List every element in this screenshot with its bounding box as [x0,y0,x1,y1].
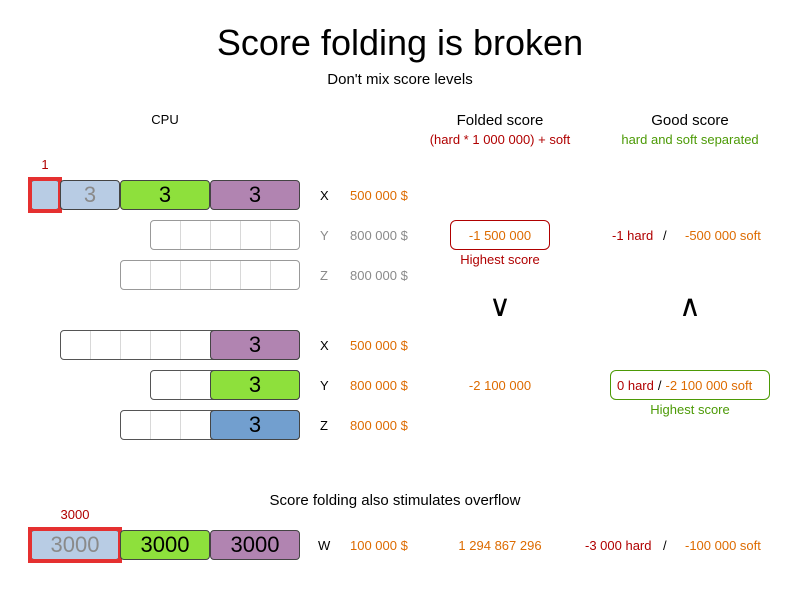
folded-comparison-symbol: ∨ [489,290,511,323]
computer-label: X [320,188,329,203]
page-subtitle: Don't mix score levels [327,71,473,88]
computer-cost: 800 000 $ [350,418,408,433]
overflow-heading: Score folding also stimulates overflow [269,492,521,509]
folded-score-value: -2 100 000 [468,378,532,393]
good-score-soft: -500 000 soft [685,228,761,243]
folded-score-value: -1 500 000 [468,227,532,243]
computer-label: X [320,338,329,353]
process-block: 3 [210,180,300,210]
process-block: 3 [210,410,300,440]
computer-label: Z [320,268,328,283]
folded-score-header: Folded score [456,112,544,129]
good-score-hard: 0 hard [617,377,654,393]
process-block: 3 [120,180,210,210]
capacity-marker-label: 3000 [60,507,90,522]
score-separator: / [657,377,662,393]
good-comparison-symbol: ∧ [679,290,701,323]
computer-label: Y [320,378,329,393]
capacity-limit-marker [28,177,62,213]
good-score-hard: -1 hard [612,228,654,243]
computer-cost: 800 000 $ [350,228,408,243]
good-score-note: hard and soft separated [621,132,759,147]
process-block: 3000 [120,530,210,560]
good-score-soft: -2 100 000 soft [665,377,753,393]
page-title: Score folding is broken [216,22,584,63]
process-block: 3 [60,180,120,210]
folded-score-value: 1 294 867 296 [458,538,542,553]
score-separator: / [663,538,667,553]
good-score-box: 0 hard / -2 100 000 soft [610,370,770,400]
computer-cost: 100 000 $ [350,538,408,553]
capacity-marker-label: 1 [41,157,49,172]
computer-cost: 800 000 $ [350,268,408,283]
process-block: 3000 [210,530,300,560]
good-score-hard: -3 000 hard [585,538,652,553]
computer-capacity-bar [150,220,300,250]
process-block: 3000 [30,530,120,560]
good-score-soft: -100 000 soft [685,538,761,553]
good-score-header: Good score [651,112,729,129]
good-highest-label: Highest score [650,402,730,417]
folded-score-box: -1 500 000 [450,220,550,250]
computer-label: Z [320,418,328,433]
computer-label: Y [320,228,329,243]
folded-score-formula: (hard * 1 000 000) + soft [429,132,571,147]
score-separator: / [663,228,667,243]
process-block: 3 [210,370,300,400]
computer-cost: 800 000 $ [350,378,408,393]
folded-highest-label: Highest score [460,252,540,267]
computer-label: W [318,538,331,553]
capacity-limit-marker [28,527,122,563]
process-block: 3 [210,330,300,360]
computer-cost: 500 000 $ [350,338,408,353]
computer-capacity-bar [120,260,300,290]
computer-cost: 500 000 $ [350,188,408,203]
cpu-header: CPU [151,112,179,127]
